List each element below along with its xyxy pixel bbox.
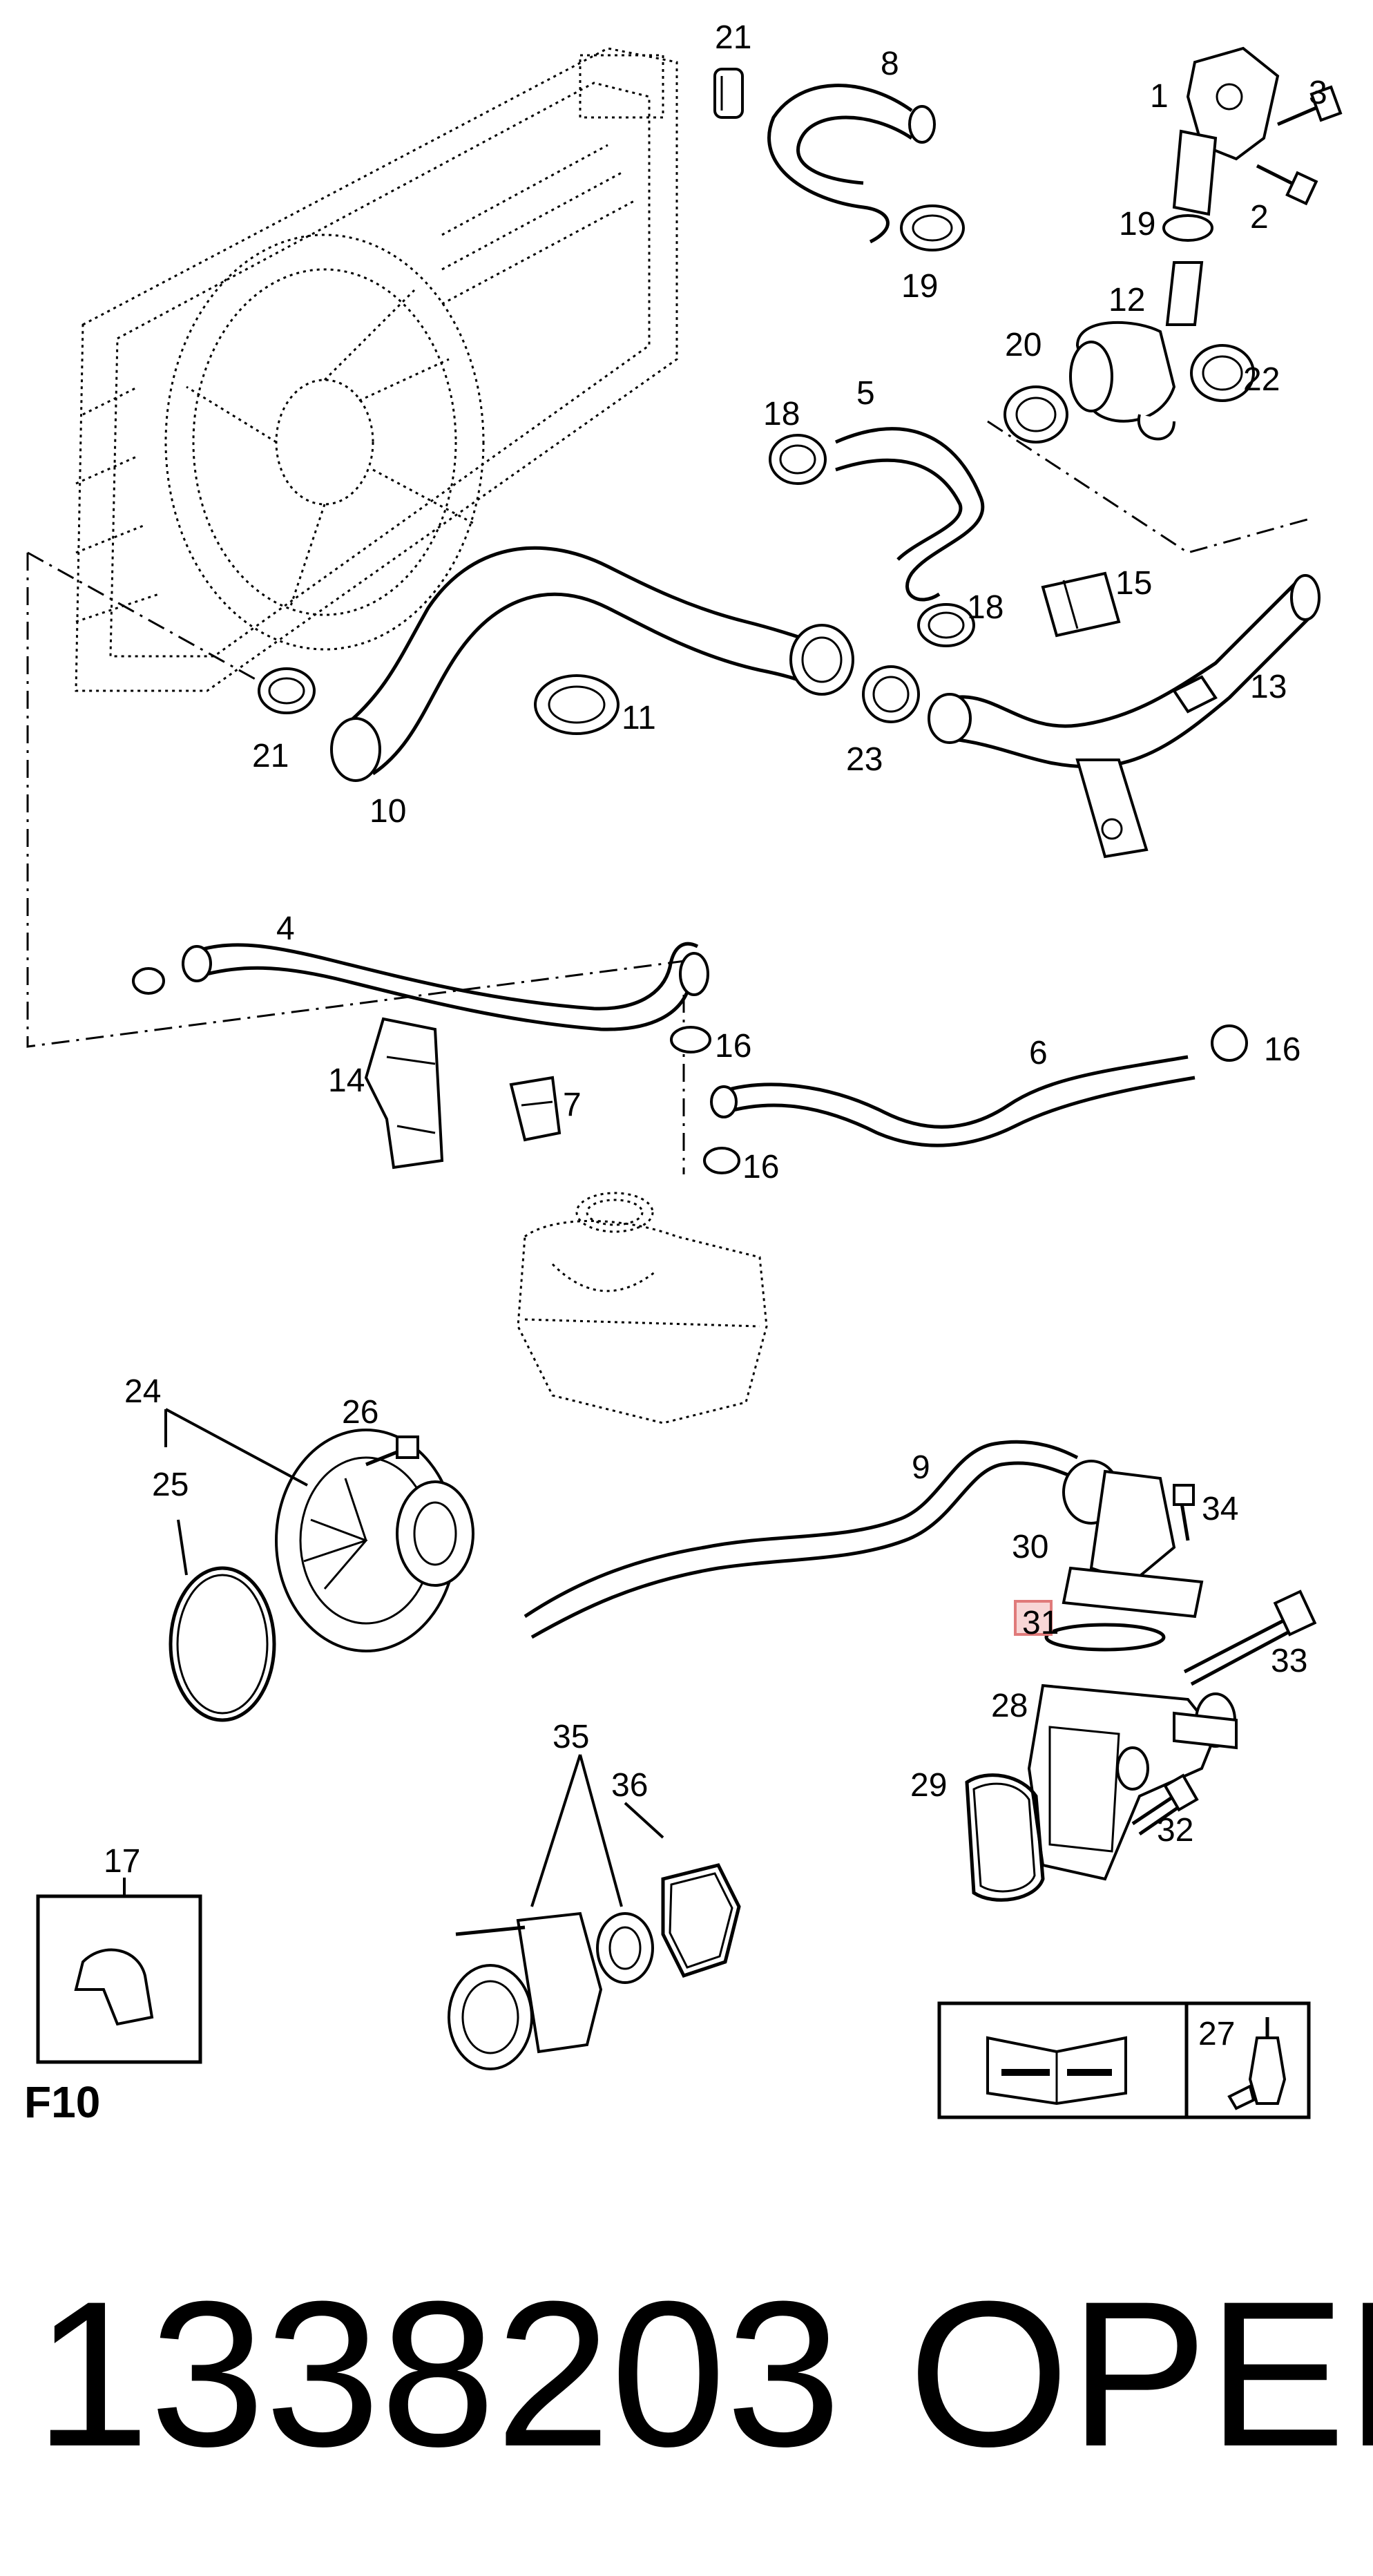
part-16-clamp-c — [703, 1147, 740, 1174]
part-30-outlet-housing — [1062, 1460, 1204, 1619]
part-29-gasket — [965, 1773, 1045, 1902]
callout-23: 23 — [846, 741, 883, 778]
part-8-upper-hose — [767, 84, 936, 244]
part-16-clamp-a — [670, 1026, 711, 1053]
callout-1: 1 — [1150, 78, 1169, 115]
callout-27: 27 — [1198, 2016, 1235, 2052]
brand-name: OPEL — [908, 2258, 1373, 2490]
part-14-bracket — [364, 1017, 444, 1170]
callout-25: 25 — [152, 1467, 189, 1503]
part-2-bolt — [1256, 164, 1318, 206]
part-9-hose — [524, 1440, 1079, 1639]
callout-35: 35 — [553, 1719, 589, 1755]
part-19-clamp-right — [1162, 214, 1213, 242]
radiator-assembly — [75, 47, 678, 692]
callout-22: 22 — [1243, 361, 1280, 398]
callout-10: 10 — [369, 793, 406, 830]
section-label: F10 — [24, 2077, 100, 2127]
callout-33: 33 — [1271, 1643, 1307, 1679]
part-35-thermostat — [448, 1911, 654, 2070]
part-17-box — [36, 1894, 202, 2064]
callout-11: 11 — [622, 700, 656, 736]
part-31-gasket — [1044, 1623, 1166, 1652]
part-23-clamp — [862, 665, 920, 723]
part-34-bolt — [1173, 1484, 1195, 1541]
callout-34: 34 — [1202, 1491, 1238, 1527]
part-27-lubricant-tube — [1227, 2017, 1287, 2110]
callout-7: 7 — [563, 1087, 582, 1123]
part-21-clamp-lower — [258, 667, 316, 714]
callout-16-c: 16 — [742, 1149, 779, 1185]
leader-lines — [123, 1408, 664, 1907]
part-1-coolant-flange — [1172, 46, 1280, 216]
callout-8: 8 — [881, 46, 899, 82]
callout-6: 6 — [1029, 1035, 1048, 1071]
callout-28: 28 — [991, 1688, 1028, 1724]
callout-18-a: 18 — [763, 396, 800, 432]
callout-4: 4 — [276, 910, 295, 947]
part-36-gasket — [661, 1863, 741, 1978]
part-28-thermostat-housing — [1027, 1683, 1238, 1881]
callout-17: 17 — [104, 1843, 140, 1880]
callout-9: 9 — [912, 1449, 930, 1486]
part-3-bolt — [1277, 85, 1343, 126]
callout-2: 2 — [1250, 199, 1269, 236]
callout-16-a: 16 — [715, 1028, 751, 1065]
part-18-clamp-upper — [769, 434, 827, 485]
callout-26: 26 — [342, 1394, 378, 1431]
assembly-boundary-lines — [26, 420, 1313, 1174]
callout-16-b: 16 — [1264, 1031, 1300, 1068]
part-5-hose — [834, 427, 985, 602]
expansion-tank — [517, 1192, 768, 1424]
part-number: 1338203 — [35, 2258, 841, 2490]
highlight-box-31 — [1014, 1600, 1053, 1636]
part-10-radiator-hose — [330, 546, 854, 782]
callout-15: 15 — [1115, 565, 1152, 602]
part-25-oring — [169, 1566, 276, 1722]
callout-12: 12 — [1108, 282, 1145, 318]
part-18-clamp-lower — [917, 603, 975, 647]
callout-32: 32 — [1157, 1812, 1193, 1849]
callout-24: 24 — [124, 1373, 161, 1410]
callout-29: 29 — [910, 1767, 947, 1804]
callout-3: 3 — [1309, 75, 1327, 111]
callout-36: 36 — [611, 1767, 648, 1804]
part-26-bolt — [365, 1435, 419, 1467]
callout-14: 14 — [328, 1062, 365, 1099]
callout-labels: 1 2 3 4 5 6 7 8 9 10 11 12 13 14 15 16 1… — [104, 19, 1327, 2052]
callout-20: 20 — [1005, 327, 1041, 363]
callout-21-a: 21 — [715, 19, 751, 56]
callout-18-b: 18 — [967, 589, 1004, 626]
part-24-water-pump — [275, 1429, 474, 1652]
callout-19-a: 19 — [901, 268, 938, 305]
part-13-coolant-pipe — [928, 574, 1321, 859]
callout-13: 13 — [1250, 669, 1287, 705]
part-7-clip — [509, 1076, 561, 1142]
callout-21-b: 21 — [252, 738, 289, 774]
callout-5: 5 — [856, 375, 875, 412]
part-22-clamp — [1190, 344, 1255, 402]
part-6-hose — [710, 1055, 1196, 1147]
callout-30: 30 — [1012, 1529, 1048, 1565]
part-12-flange — [1069, 261, 1204, 441]
part-21-clamp-top — [713, 68, 744, 119]
part-20-clamp — [1004, 385, 1068, 443]
part-11-clamp — [534, 674, 620, 735]
part-4-bleed-hose — [132, 942, 709, 1031]
part-32-bolt — [1131, 1773, 1199, 1836]
callout-19-b: 19 — [1119, 206, 1155, 242]
part-15-clip — [1041, 571, 1121, 638]
part-19-clamp — [900, 204, 965, 251]
callout-31: 31 — [1022, 1605, 1059, 1641]
part-33-bolt — [1183, 1590, 1317, 1686]
part-16-clamp-b — [1211, 1024, 1248, 1062]
